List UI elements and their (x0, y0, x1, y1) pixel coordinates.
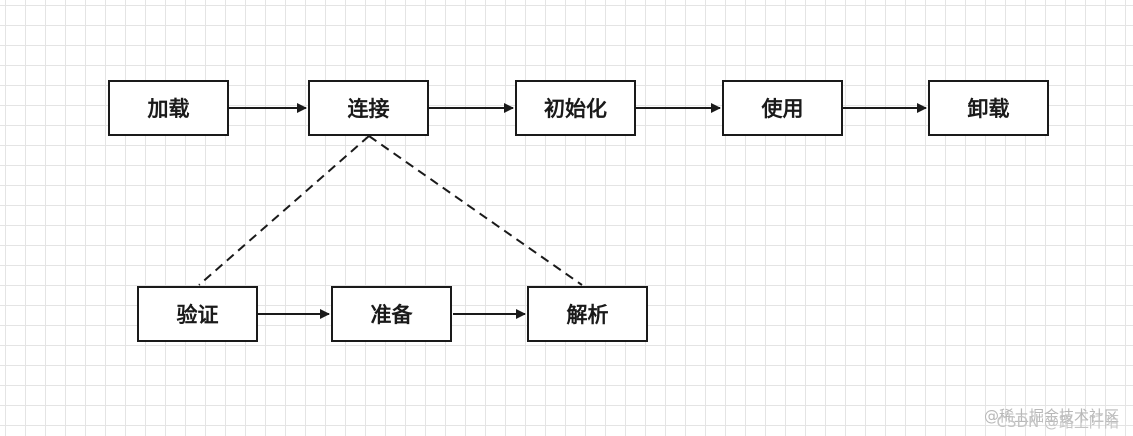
node-resolve-label: 解析 (566, 303, 609, 327)
watermark-line1: @稀土掘金技术社区 (983, 407, 1119, 425)
node-prepare: 准备 (331, 286, 452, 342)
dashed-link-to-verify (198, 135, 370, 286)
node-link: 连接 (308, 80, 429, 136)
node-resolve: 解析 (527, 286, 648, 342)
node-load-label: 加载 (147, 97, 190, 121)
node-prepare-label: 准备 (370, 303, 413, 327)
node-init-label: 初始化 (544, 97, 607, 121)
node-verify-label: 验证 (176, 303, 219, 327)
watermark: @稀土掘金技术社区 CSDN @路上阡陌 (983, 405, 1119, 431)
node-link-label: 连接 (347, 97, 390, 121)
dashed-link-to-resolve (368, 135, 583, 286)
node-load: 加载 (108, 80, 229, 136)
node-use-label: 使用 (761, 97, 804, 121)
node-use: 使用 (722, 80, 843, 136)
node-init: 初始化 (515, 80, 636, 136)
node-unload: 卸载 (928, 80, 1049, 136)
node-verify: 验证 (137, 286, 258, 342)
watermark-line2: CSDN @路上阡陌 (996, 413, 1119, 431)
node-unload-label: 卸载 (967, 97, 1010, 121)
